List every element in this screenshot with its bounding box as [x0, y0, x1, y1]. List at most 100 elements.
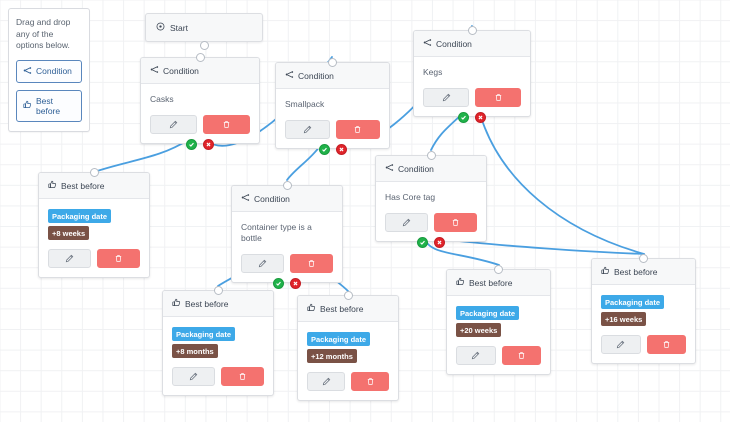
badge: +8 weeks	[48, 226, 90, 240]
palette-option-best-before[interactable]: Best before	[16, 89, 82, 122]
output-port[interactable]	[199, 40, 209, 50]
delete-button[interactable]	[646, 335, 686, 354]
thumbs-up-icon	[601, 266, 610, 277]
edit-button[interactable]	[285, 120, 330, 139]
node-title: Condition	[254, 193, 290, 204]
badge-group: Packaging date+16 weeks	[601, 295, 686, 326]
input-port[interactable]	[494, 264, 503, 274]
palette-option-label: Condition	[36, 66, 72, 76]
delete-button[interactable]	[203, 115, 250, 134]
palette-option-label: Best before	[36, 95, 61, 116]
delete-button[interactable]	[351, 372, 389, 391]
start-node-label: Start	[170, 22, 188, 33]
node-condition-text: Smallpack	[285, 99, 325, 109]
node-title: Condition	[436, 38, 472, 49]
edit-button[interactable]	[456, 346, 496, 365]
input-port[interactable]	[195, 52, 205, 62]
yes-branch-handle[interactable]	[318, 143, 330, 155]
delete-trash-icon	[517, 347, 526, 365]
node-actions	[48, 249, 140, 268]
delete-trash-icon	[353, 121, 362, 139]
yes-branch-handle[interactable]	[273, 277, 284, 289]
palette-option-condition[interactable]: Condition	[16, 59, 82, 83]
input-port[interactable]	[467, 25, 477, 35]
node-body: Has Core tag	[376, 182, 486, 241]
node-header: Best before	[298, 296, 398, 322]
node-title: Condition	[398, 163, 434, 174]
input-port[interactable]	[89, 167, 99, 177]
badge: Packaging date	[172, 327, 236, 341]
condition-icon	[423, 38, 432, 49]
no-branch-handle[interactable]	[290, 277, 301, 289]
delete-button[interactable]	[501, 346, 541, 365]
edit-button[interactable]	[385, 213, 428, 232]
node-header: Condition	[141, 58, 259, 84]
node-body: Casks	[141, 84, 259, 143]
delete-button[interactable]	[335, 120, 380, 139]
edit-pencil-icon	[616, 336, 625, 354]
yes-branch-handle[interactable]	[458, 111, 469, 123]
node-body: Smallpack	[276, 89, 389, 148]
node-condition-text: Casks	[150, 94, 174, 104]
node-actions	[172, 367, 264, 386]
edit-button[interactable]	[601, 335, 641, 354]
node-header: Best before	[39, 173, 149, 199]
edit-pencil-icon	[442, 89, 451, 107]
no-branch-handle[interactable]	[335, 143, 347, 155]
node-body: Packaging date+12 months	[298, 322, 398, 400]
node-title: Best before	[469, 277, 513, 288]
thumbs-up-icon	[456, 277, 465, 288]
edit-button[interactable]	[307, 372, 345, 391]
start-node[interactable]: Start	[145, 13, 263, 42]
edit-button[interactable]	[241, 254, 284, 273]
node-actions	[285, 120, 380, 139]
badge: +12 months	[307, 349, 357, 363]
badge-group: Packaging date+8 months	[172, 327, 264, 358]
yes-branch-handle[interactable]	[417, 236, 428, 248]
delete-button[interactable]	[434, 213, 477, 232]
condition-icon	[150, 65, 159, 76]
delete-button[interactable]	[97, 249, 140, 268]
input-port[interactable]	[426, 150, 436, 160]
edit-button[interactable]	[150, 115, 197, 134]
badge: +20 weeks	[456, 323, 502, 337]
delete-button[interactable]	[475, 88, 521, 107]
edit-button[interactable]	[172, 367, 215, 386]
yes-branch-handle[interactable]	[186, 138, 197, 150]
node-title: Best before	[185, 298, 229, 309]
edit-button[interactable]	[48, 249, 91, 268]
badge: Packaging date	[456, 306, 520, 320]
input-port[interactable]	[343, 290, 353, 300]
node-actions	[601, 335, 686, 354]
node-body: Packaging date+16 weeks	[592, 285, 695, 363]
node-actions	[241, 254, 333, 273]
node-header: Best before	[592, 259, 695, 285]
node-body: Packaging date +20 weeks	[447, 296, 550, 374]
edge-kegs-no	[479, 113, 645, 255]
no-branch-handle[interactable]	[434, 236, 445, 248]
no-branch-handle[interactable]	[203, 138, 214, 150]
input-port[interactable]	[328, 57, 337, 67]
node-title: Condition	[163, 65, 199, 76]
input-port[interactable]	[639, 253, 648, 263]
edit-pencil-icon	[322, 373, 331, 391]
no-branch-handle[interactable]	[475, 111, 486, 123]
delete-button[interactable]	[290, 254, 333, 273]
delete-trash-icon	[222, 116, 231, 134]
delete-button[interactable]	[221, 367, 264, 386]
input-port[interactable]	[213, 285, 223, 295]
input-port[interactable]	[282, 180, 292, 190]
node-title: Condition	[298, 70, 334, 81]
edit-button[interactable]	[423, 88, 469, 107]
